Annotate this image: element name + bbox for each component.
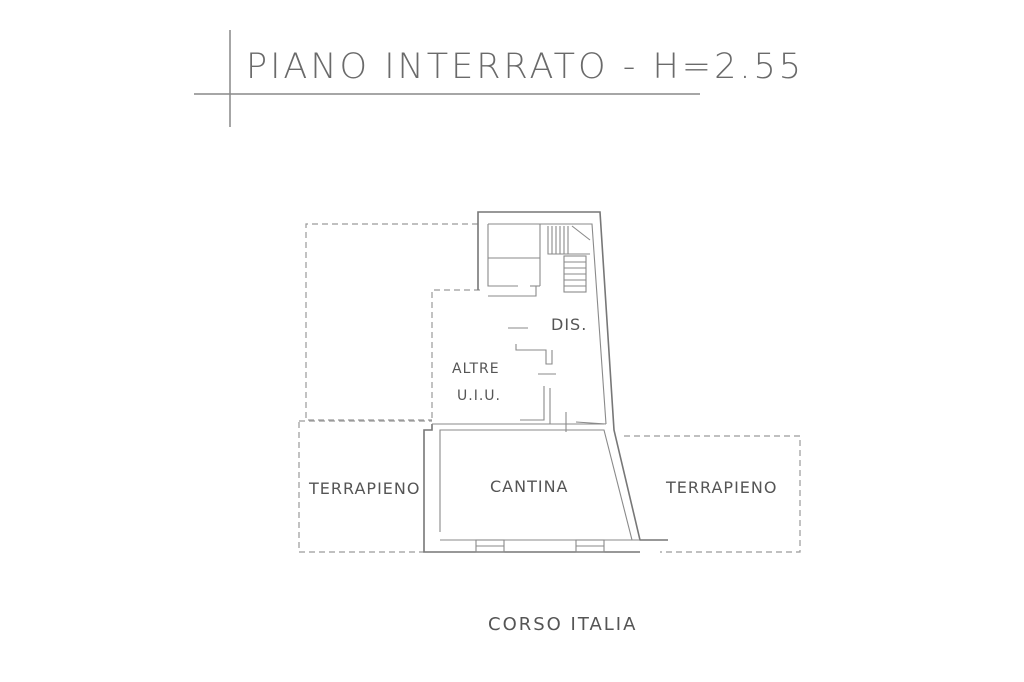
stair-step bbox=[571, 225, 591, 241]
stairs bbox=[547, 225, 591, 293]
street-label: CORSO ITALIA bbox=[488, 614, 637, 635]
terrapieno-left-area bbox=[298, 223, 480, 553]
room-label-uiu: U.I.U. bbox=[457, 388, 501, 404]
title-block: PIANO INTERRATO - H=2.55 bbox=[194, 30, 804, 127]
room-label-dis: DIS. bbox=[551, 315, 587, 334]
partition-a bbox=[488, 286, 537, 297]
room-labels: DIS. ALTRE U.I.U. CANTINA TERRAPIENO TER… bbox=[308, 315, 777, 498]
terrapieno-left-upper-outline bbox=[305, 223, 478, 421]
room-label-terrapieno-left: TERRAPIENO bbox=[308, 479, 420, 498]
room-label-cantina: CANTINA bbox=[490, 477, 569, 496]
partition-c bbox=[515, 344, 553, 365]
plan-title: PIANO INTERRATO - H=2.55 bbox=[246, 47, 804, 87]
partition-e bbox=[520, 386, 545, 421]
inner-wall-right bbox=[488, 223, 607, 425]
room-label-terrapieno-right: TERRAPIENO bbox=[665, 478, 777, 497]
building-walls bbox=[423, 211, 668, 553]
altre-uiu-outline bbox=[431, 289, 480, 420]
cantina-inner-wall bbox=[439, 429, 633, 541]
inner-wall-stair-left bbox=[487, 224, 518, 287]
terrapieno-left-lower-outline bbox=[298, 422, 424, 553]
stair-flight-1 bbox=[547, 226, 590, 255]
terrapieno-right-outline bbox=[624, 435, 801, 553]
terrapieno-right-area bbox=[624, 435, 801, 553]
outer-wall bbox=[477, 211, 668, 541]
room-label-altre: ALTRE bbox=[452, 361, 500, 377]
